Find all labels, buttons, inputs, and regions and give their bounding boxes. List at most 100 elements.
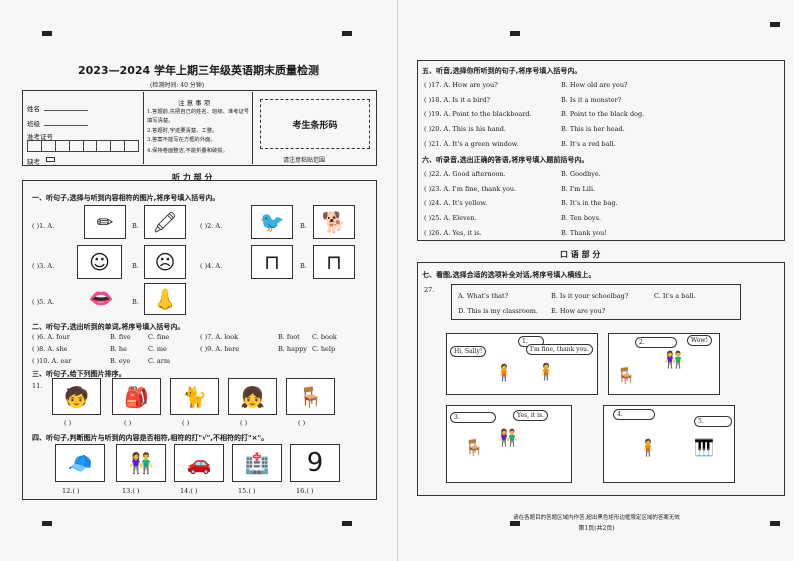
- q19-text: ( )19. A. Point to the blackboard.: [424, 110, 532, 118]
- judge-blank-13[interactable]: 13.( ): [122, 487, 140, 495]
- notice-item: 2.答题时,字迹要清楚、工整。: [147, 128, 218, 134]
- children-icon: 👫: [664, 350, 684, 369]
- q17-text: ( )17. A. How are you?: [424, 81, 498, 89]
- footer-note: 请在各题目的答题区域内作答,超出黑色矩形边框限定区域的答案无效: [513, 515, 680, 521]
- section-4-title: 四、听句子,判断图片与听到的内容是否相符,相符的打"√",不相符的打"×"。: [32, 434, 269, 442]
- nose-icon: 👃: [152, 287, 178, 311]
- alignment-mark: [342, 521, 352, 526]
- bubble-blank-4[interactable]: 4.: [613, 409, 655, 420]
- classroom-desk-icon: 🪑: [464, 438, 484, 457]
- q26-text: ( )26. A. Yes, it is.: [424, 229, 482, 237]
- q2-option-b[interactable]: 🐕: [313, 205, 355, 239]
- seq-blank[interactable]: ( ): [124, 419, 132, 427]
- q18-option-b: B. Is it a monster?: [561, 96, 622, 104]
- q2-option-a[interactable]: 🐦: [251, 205, 293, 239]
- section-2-title: 二、听句子,选出听到的单词,将序号填入括号内。: [32, 323, 185, 331]
- girl-icon: 🧍: [494, 363, 514, 382]
- section-1-title: 一、听句子,选择与听到内容相符的图片,将序号填入括号内。: [32, 194, 220, 202]
- judge-picture-16: 9: [290, 444, 340, 482]
- right-page: 五、听音,选择你所听到的句子,将序号填入括号内。 ( )17. A. How a…: [397, 0, 794, 561]
- q20-option-b: B. This is her head.: [561, 125, 625, 133]
- seq-picture-1: 🧒: [52, 378, 101, 415]
- barcode-area: 考生条形码: [260, 99, 370, 149]
- q21-option-b: B. It's a red ball.: [561, 140, 616, 148]
- chair-icon: 🪑: [298, 384, 323, 409]
- q10-text: ( )10. A. ear: [32, 357, 72, 365]
- q22-option-b: B. Goodbye.: [561, 170, 601, 178]
- q4-option-a[interactable]: ⊓: [251, 245, 293, 279]
- bubble-blank-5[interactable]: 5.: [694, 416, 732, 427]
- q4-option-b[interactable]: ⊓: [313, 245, 355, 279]
- q1-option-a[interactable]: ✏: [84, 205, 126, 239]
- q5-option-a[interactable]: 👄: [78, 283, 124, 313]
- judge-blank-14[interactable]: 14.( ): [180, 487, 198, 495]
- q1-label: ( )1. A.: [32, 222, 55, 230]
- bird-icon: 🐦: [259, 210, 285, 234]
- cat-icon: 🐈: [182, 384, 207, 409]
- exam-number-grid[interactable]: [27, 140, 139, 152]
- bubble-yes: Yes, it is.: [513, 410, 549, 421]
- q7-option-b: B. foot: [278, 333, 300, 341]
- q7-option-c: C. book: [312, 333, 337, 341]
- cap-icon: 🧢: [67, 451, 93, 475]
- q9-option-b: B. happy: [278, 345, 307, 353]
- section-3-title: 三、听句子,给下列图片排序。: [32, 370, 126, 378]
- judge-blank-15[interactable]: 15.( ): [238, 487, 256, 495]
- q24-text: ( )24. A. It's yellow.: [424, 199, 488, 207]
- page-number: 第1页(共2页): [578, 525, 615, 532]
- judge-blank-16[interactable]: 16.( ): [296, 487, 314, 495]
- section-7-title: 七、看图,选择合适的选项补全对话,将序号填入横线上。: [422, 271, 596, 279]
- q5-b-label: B.: [132, 298, 139, 306]
- q3-option-b[interactable]: ☹: [144, 245, 186, 279]
- seq-picture-2: 🎒: [112, 378, 161, 415]
- boy-icon: 🧍: [536, 362, 556, 381]
- option-c: C. It's a ball.: [654, 292, 696, 300]
- q3-label: ( )3. A.: [32, 262, 55, 270]
- q22-text: ( )22. A. Good afternoon.: [424, 170, 506, 178]
- seq-blank[interactable]: ( ): [182, 419, 190, 427]
- seq-blank[interactable]: ( ): [240, 419, 248, 427]
- alignment-mark: [42, 521, 52, 526]
- q1-b-label: B.: [132, 222, 139, 230]
- q1-option-b[interactable]: 🖍: [144, 205, 186, 239]
- listening-part-title: 听 力 部 分: [172, 173, 213, 182]
- seq-picture-5: 🪑: [286, 378, 335, 415]
- q4-b-label: B.: [300, 262, 307, 270]
- dialogue-scene-3: [446, 405, 572, 483]
- q9-option-c: C. help: [312, 345, 336, 353]
- q5-option-b[interactable]: 👃: [144, 283, 186, 315]
- listening-area: [22, 180, 377, 500]
- header-box: [22, 90, 377, 166]
- bubble-blank-2[interactable]: 2.: [635, 337, 677, 348]
- alignment-mark: [510, 31, 520, 36]
- q26-option-b: B. Thank you!: [561, 229, 607, 237]
- seq-blank[interactable]: ( ): [64, 419, 72, 427]
- number-nine: 9: [306, 448, 324, 478]
- q9-text: ( )9. A. here: [200, 345, 240, 353]
- mouth-icon: 👄: [88, 286, 114, 310]
- classroom-desk-icon: 🪑: [616, 366, 636, 385]
- judge-blank-12[interactable]: 12.( ): [62, 487, 80, 495]
- bubble-blank-3[interactable]: 3.: [450, 412, 496, 423]
- dog-icon: 🐕: [321, 210, 347, 234]
- q11-label: 11.: [32, 382, 43, 390]
- q4-label: ( )4. A.: [200, 262, 223, 270]
- seq-blank[interactable]: ( ): [298, 419, 306, 427]
- girl-piano-icon: 🎹: [694, 438, 714, 457]
- name-label: 姓名: [27, 105, 40, 113]
- option-d: D. This is my classroom.: [458, 307, 538, 315]
- alignment-mark: [770, 22, 780, 27]
- q19-option-b: B. Point to the black dog.: [561, 110, 645, 118]
- pencil-icon: ✏: [96, 210, 114, 234]
- q27-label: 27.: [424, 286, 435, 294]
- q3-option-a[interactable]: ☺: [77, 245, 122, 279]
- notice-item: 3.答案不能写在方框的外面。: [147, 137, 216, 143]
- notice-box: [143, 92, 253, 164]
- class-label: 班级: [27, 120, 40, 128]
- bubble-fine: I'm fine, thank you.: [526, 344, 593, 355]
- car-icon: 🚗: [186, 451, 212, 475]
- absent-checkbox[interactable]: [46, 157, 55, 162]
- boy-icon: 🧍: [638, 438, 658, 457]
- q20-text: ( )20. A. This is his hand.: [424, 125, 506, 133]
- alignment-mark: [770, 521, 780, 526]
